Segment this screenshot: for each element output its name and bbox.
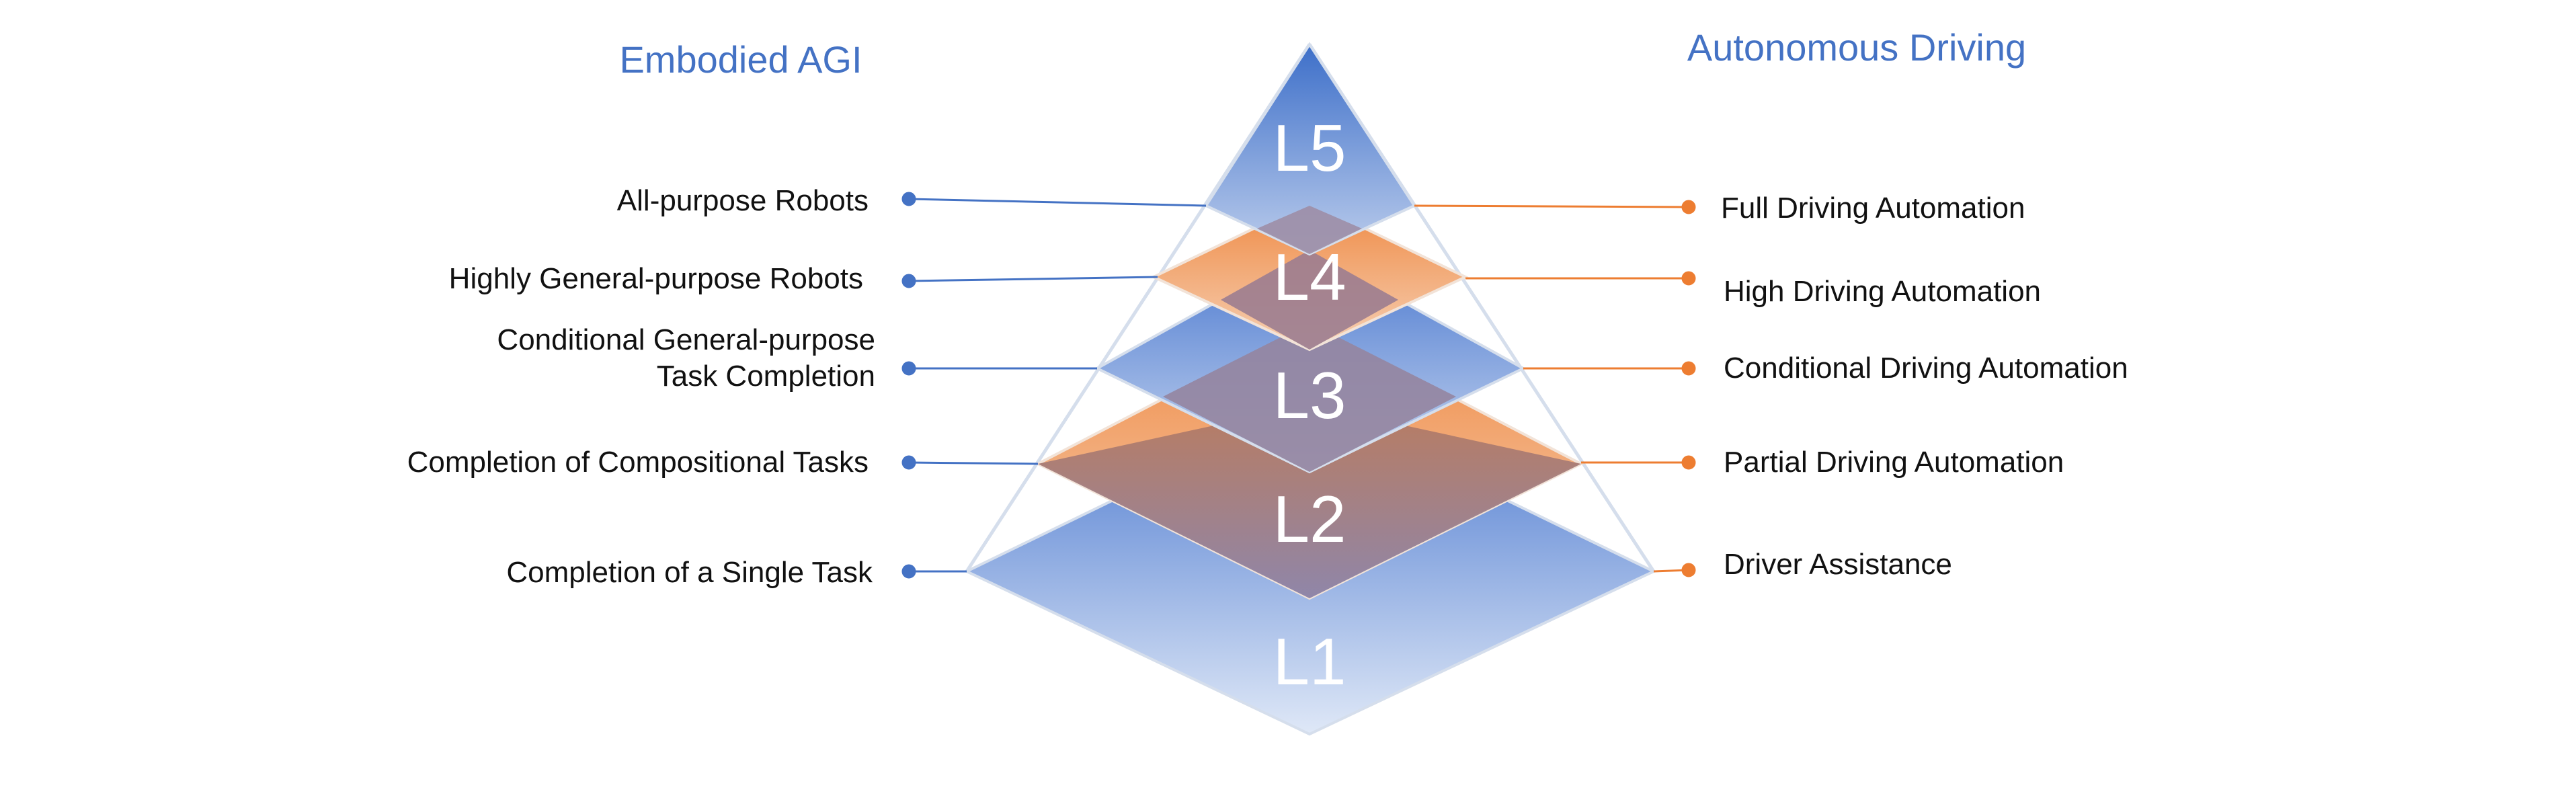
- left-label-3-line-1: Conditional General-purpose: [497, 323, 875, 356]
- right-dot-5: [1681, 563, 1696, 577]
- right-dot-1: [1681, 200, 1696, 214]
- level-l5-overlap: [1257, 206, 1362, 254]
- left-label-5: Completion of a Single Task: [506, 556, 873, 589]
- level-l4-label: L4: [1273, 240, 1346, 314]
- left-label-3-line-2: Task Completion: [657, 360, 875, 393]
- left-connectors: [901, 192, 1207, 579]
- right-label-3: Conditional Driving Automation: [1724, 352, 2128, 385]
- left-label-2: Highly General-purpose Robots: [449, 262, 863, 295]
- level-l1-label: L1: [1273, 625, 1346, 698]
- left-dot-2: [901, 274, 916, 288]
- left-dot-1: [901, 192, 916, 206]
- left-label-4: Completion of Compositional Tasks: [407, 446, 869, 479]
- level-l4-overlap: [1221, 250, 1398, 350]
- level-l2-overlap: [1038, 405, 1581, 598]
- right-label-5: Driver Assistance: [1724, 548, 1952, 581]
- right-dot-2: [1681, 271, 1696, 286]
- left-label-1: All-purpose Robots: [617, 184, 869, 217]
- right-dot-3: [1681, 361, 1696, 376]
- level-l3-label: L3: [1273, 358, 1346, 432]
- autonomous-driving-title: Autonomous Driving: [1687, 26, 2026, 69]
- right-label-2: High Driving Automation: [1724, 275, 2041, 308]
- right-label-4: Partial Driving Automation: [1724, 446, 2064, 479]
- level-l5-label: L5: [1273, 111, 1346, 185]
- left-dot-4: [901, 455, 916, 470]
- right-connectors: [1414, 200, 1696, 577]
- level-l3-overlap: [1163, 323, 1456, 472]
- right-dot-4: [1681, 455, 1696, 470]
- left-dot-5: [901, 564, 916, 579]
- right-label-1: Full Driving Automation: [1721, 192, 2025, 225]
- left-dot-3: [901, 361, 916, 376]
- embodied-agi-title: Embodied AGI: [619, 38, 862, 81]
- level-l2-label: L2: [1273, 482, 1346, 556]
